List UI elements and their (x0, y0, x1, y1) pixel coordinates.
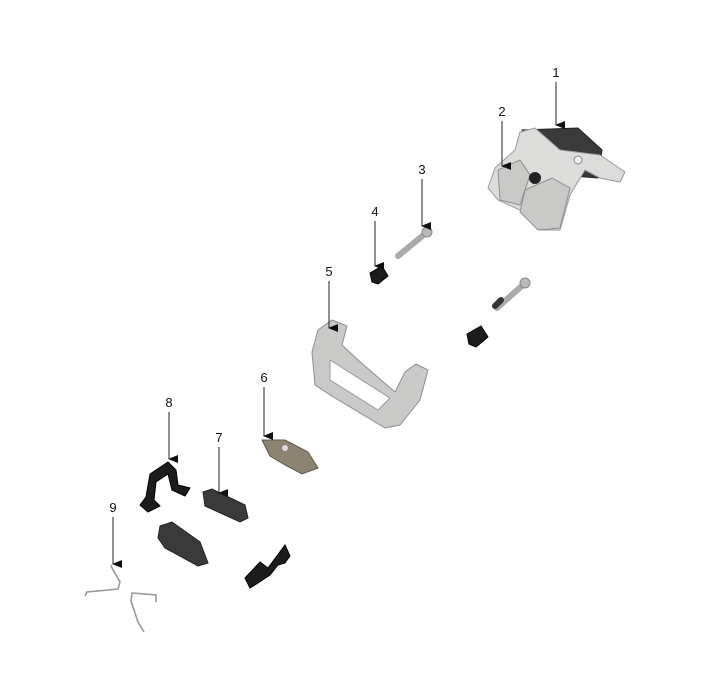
callout-9: 9 (109, 500, 122, 568)
guide-pin-boot-upper (369, 265, 389, 285)
pad-retaining-clip-upper (139, 461, 191, 513)
callout-number: 2 (498, 104, 505, 119)
callout-5: 5 (325, 264, 338, 332)
callout-number: 1 (552, 65, 559, 80)
callout-1: 1 (552, 65, 565, 129)
brake-pad-outer (157, 521, 209, 567)
callout-2: 2 (498, 104, 511, 170)
caliper-housing (487, 127, 626, 231)
callout-number: 8 (165, 395, 172, 410)
guide-pin-upper (395, 226, 433, 259)
callout-number: 7 (215, 430, 222, 445)
caliper-carrier-bracket (311, 319, 429, 429)
pad-retaining-clip-lower (244, 544, 291, 589)
guide-pin-lower (492, 277, 531, 311)
callout-8: 8 (165, 395, 178, 463)
callout-3: 3 (418, 162, 431, 230)
callout-number: 5 (325, 264, 332, 279)
callout-number: 4 (371, 204, 378, 219)
brake-pad-inner (202, 488, 249, 523)
callout-number: 3 (418, 162, 425, 177)
callout-number: 9 (109, 500, 116, 515)
callout-6: 6 (260, 370, 273, 440)
callout-4: 4 (371, 204, 384, 270)
guide-pin-boot-lower (466, 325, 489, 348)
callout-number: 6 (260, 370, 267, 385)
pad-shim (261, 439, 319, 475)
callout-7: 7 (215, 430, 228, 497)
anti-rattle-spring (84, 564, 157, 633)
